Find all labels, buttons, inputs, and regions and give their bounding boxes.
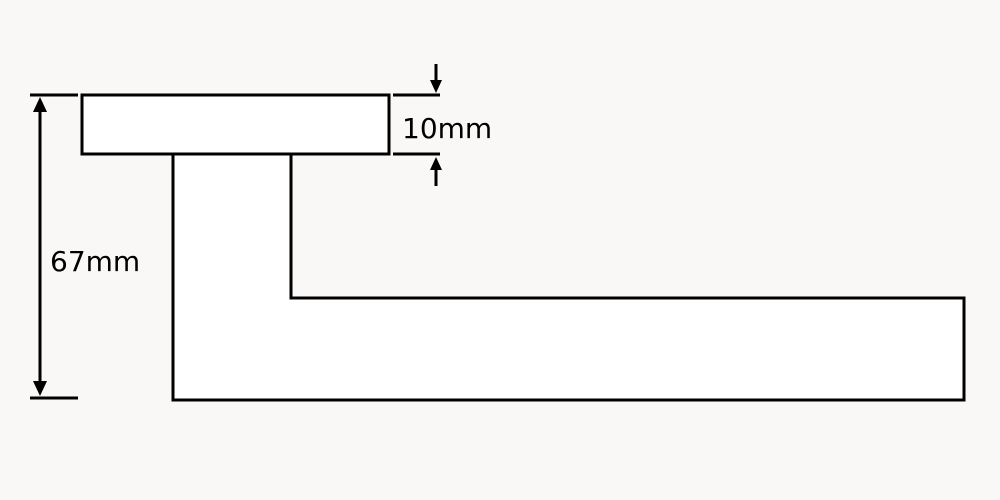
- arrow-down-icon: [33, 381, 47, 396]
- thickness-dimension: 10mm: [393, 64, 492, 186]
- height-dimension: 67mm: [30, 93, 152, 400]
- thickness-label: 10mm: [402, 112, 492, 145]
- arrow-up-icon: [33, 97, 47, 112]
- lever-body: [171, 154, 966, 402]
- rose-plate: [80, 93, 391, 156]
- height-label: 67mm: [50, 245, 140, 278]
